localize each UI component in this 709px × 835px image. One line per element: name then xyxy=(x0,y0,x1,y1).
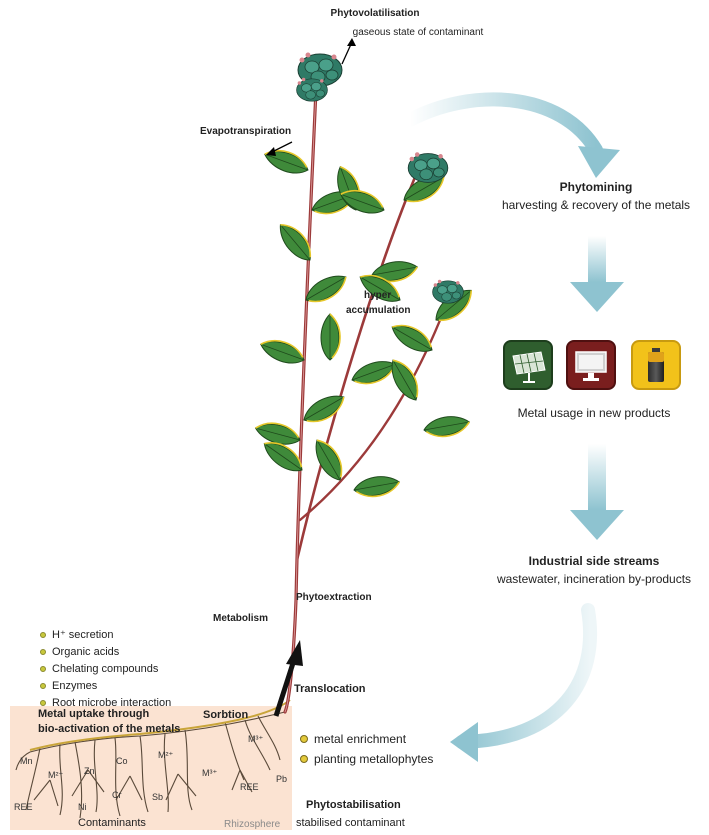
metal-usage-label: Metal usage in new products xyxy=(518,406,671,420)
phytoextraction-label: Phytoextraction xyxy=(296,592,372,603)
root-factor-list: H⁺ secretion Organic acids Chelating com… xyxy=(40,627,171,712)
contaminant-zn: Zn xyxy=(84,766,95,776)
root-factor-item: H⁺ secretion xyxy=(40,627,171,644)
battery-icon xyxy=(631,340,681,390)
contaminant-co: Co xyxy=(116,756,128,766)
stabilisation-item: metal enrichment xyxy=(300,729,433,749)
hyper-accumulation-line2: accumulation xyxy=(346,305,410,316)
stabilisation-list: metal enrichment planting metallophytes xyxy=(300,729,433,769)
root-factor-item: Organic acids xyxy=(40,644,171,661)
metal-uptake-line1: Metal uptake through xyxy=(38,708,149,720)
contaminant-ree-a: REE xyxy=(14,802,33,812)
phytostabilisation-label: Phytostabilisation xyxy=(306,799,401,811)
contaminant-cr: Cr xyxy=(112,790,122,800)
hyper-accumulation-line1: hyper xyxy=(364,290,391,301)
gaseous-state-label: gaseous state of contaminant xyxy=(353,27,484,38)
side-stream-detail-label: wastewater, incineration by-products xyxy=(497,572,691,586)
flow-arrow-down-1 xyxy=(570,236,624,312)
stabilised-label: stabilised contaminant xyxy=(296,817,405,829)
flow-arrow-down-2 xyxy=(570,444,624,540)
leaves xyxy=(253,145,477,500)
metabolism-label: Metabolism xyxy=(213,613,268,624)
translocation-label: Translocation xyxy=(294,683,366,695)
contaminant-m3-a: M³⁺ xyxy=(202,768,217,778)
solar-panel-icon xyxy=(503,340,553,390)
monitor-icon xyxy=(566,340,616,390)
industrial-side-streams-label: Industrial side streams xyxy=(529,554,660,568)
translocation-arrow xyxy=(276,640,303,716)
contaminant-m3-b: M³⁺ xyxy=(248,734,263,744)
contaminant-sb: Sb xyxy=(152,792,163,802)
metal-uptake-line2: bio-activation of the metals xyxy=(38,723,180,735)
contaminants-label: Contaminants xyxy=(78,817,146,829)
phytomining-label: Phytomining xyxy=(560,180,633,194)
flower-heads xyxy=(297,53,464,304)
root-factor-item: Chelating compounds xyxy=(40,661,171,678)
contaminant-pb: Pb xyxy=(276,774,287,784)
evapotranspiration-label: Evapotranspiration xyxy=(200,126,291,137)
contaminant-m2-b: M²⁺ xyxy=(158,750,173,760)
stabilisation-item: planting metallophytes xyxy=(300,749,433,769)
sorbtion-label: Sorbtion xyxy=(203,709,248,721)
phytovolatilisation-label: Phytovolatilisation xyxy=(331,8,420,19)
root-factor-item: Enzymes xyxy=(40,678,171,695)
phytovolatilisation-arrow xyxy=(342,38,356,64)
contaminant-ree-b: REE xyxy=(240,782,259,792)
contaminant-mn: Mn xyxy=(20,756,33,766)
harvesting-label: harvesting & recovery of the metals xyxy=(502,198,690,212)
flow-arrow-return xyxy=(450,610,590,762)
contaminant-ni: Ni xyxy=(78,802,87,812)
rhizosphere-label: Rhizosphere xyxy=(224,819,280,830)
contaminant-m2-a: M²⁺ xyxy=(48,770,63,780)
